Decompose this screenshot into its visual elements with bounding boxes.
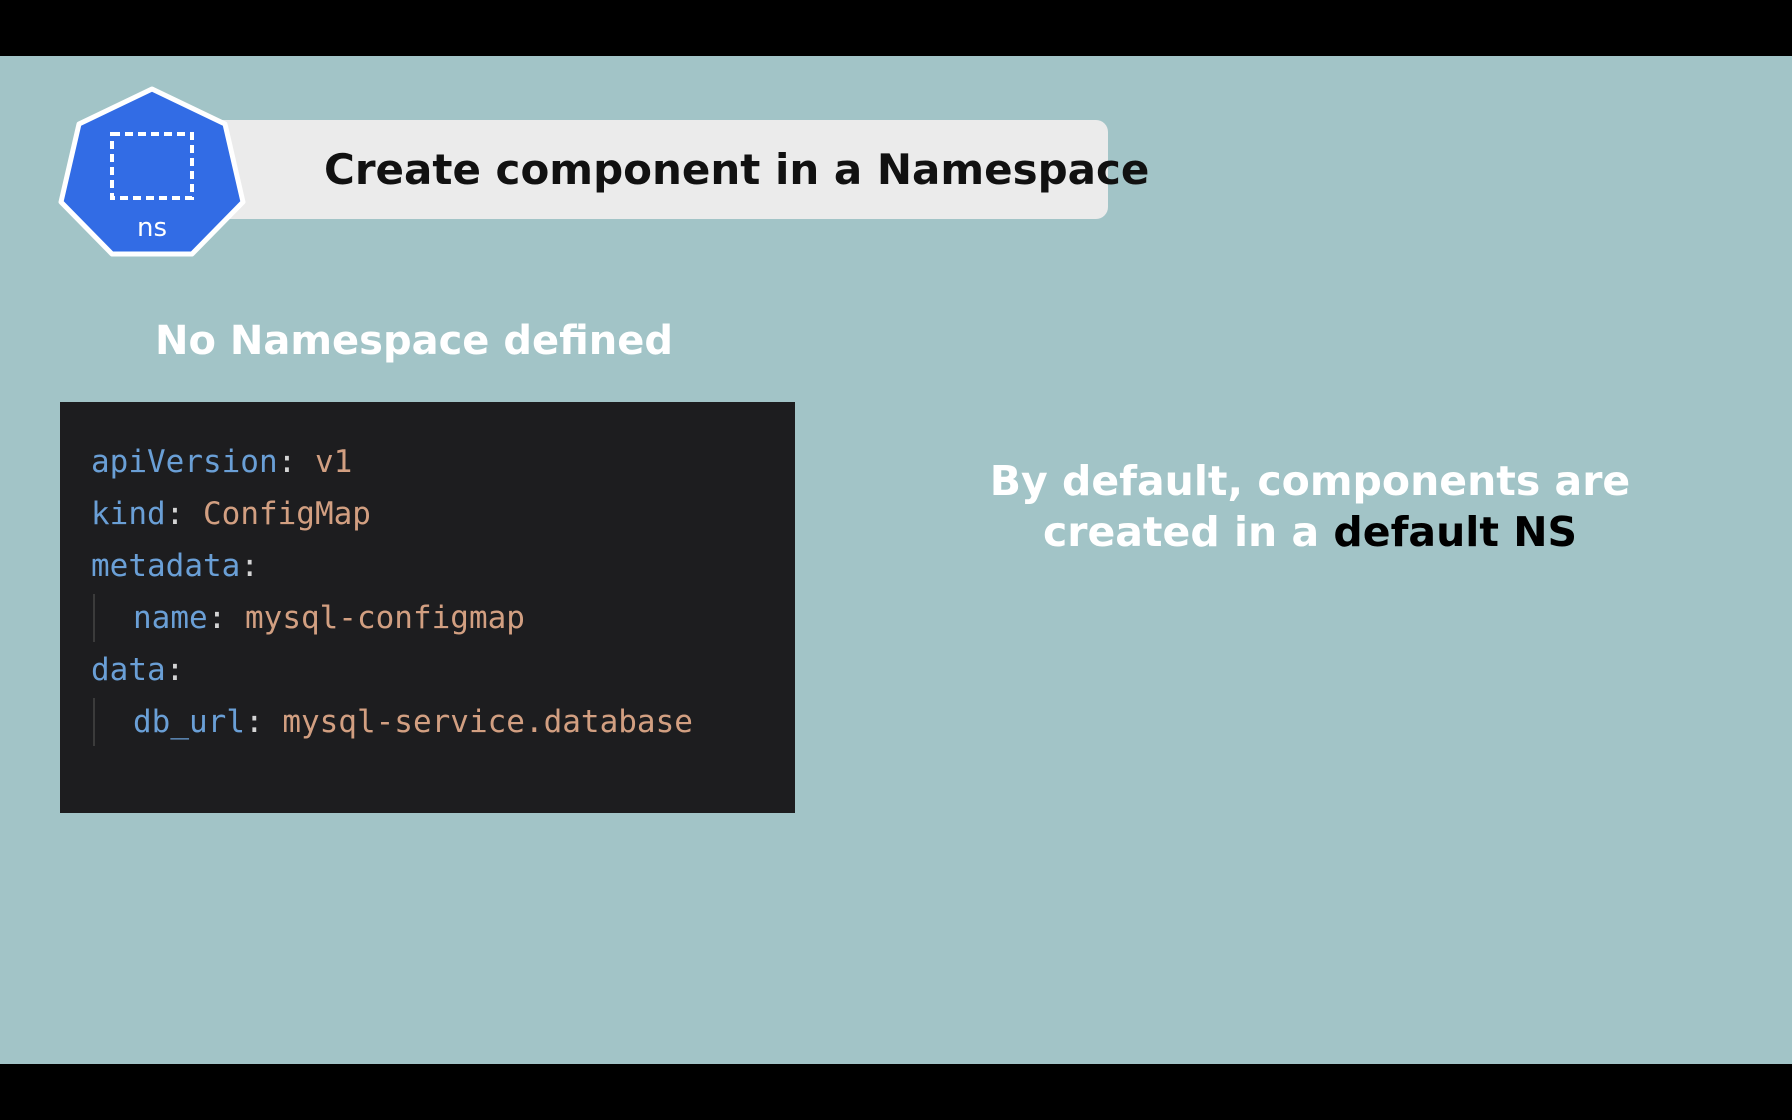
code-key: db_url — [133, 704, 245, 740]
code-line-name: name: mysql-configmap — [91, 592, 693, 644]
code-line-apiversion: apiVersion: v1 — [91, 436, 693, 488]
badge-label: ns — [137, 213, 167, 243]
code-panel: apiVersion: v1 kind: ConfigMap metadata:… — [60, 402, 795, 813]
note-line-2: created in a default NS — [970, 507, 1650, 558]
code-colon: : — [165, 652, 185, 688]
code-key: kind — [91, 496, 166, 532]
letterbox-bottom — [0, 1064, 1792, 1120]
code-line-metadata: metadata: — [91, 540, 693, 592]
code-colon: : — [165, 496, 185, 532]
code-colon: : — [244, 704, 264, 740]
code-colon: : — [207, 600, 227, 636]
code-line-db-url: db_url: mysql-service.database — [91, 696, 693, 748]
code-lines: apiVersion: v1 kind: ConfigMap metadata:… — [91, 436, 693, 748]
subheading: No Namespace defined — [155, 318, 674, 364]
slide: Create component in a Namespace ns No Na… — [0, 56, 1792, 1064]
note-line-1: By default, components are — [989, 457, 1631, 505]
code-value: mysql-service.database — [263, 704, 693, 740]
letterbox-top — [0, 0, 1792, 56]
code-line-kind: kind: ConfigMap — [91, 488, 693, 540]
page-title: Create component in a Namespace — [324, 145, 1150, 194]
default-namespace-note: By default, components are created in a … — [970, 456, 1650, 558]
code-key: data — [91, 652, 166, 688]
code-colon: : — [277, 444, 297, 480]
namespace-icon: ns — [58, 86, 246, 258]
title-bar: Create component in a Namespace — [200, 120, 1149, 219]
note-emphasis: default NS — [1333, 508, 1578, 556]
code-value: v1 — [296, 444, 353, 480]
code-line-data: data: — [91, 644, 693, 696]
code-value: mysql-configmap — [226, 600, 525, 636]
code-key: metadata — [91, 548, 241, 584]
code-key: apiVersion — [91, 444, 278, 480]
code-value: ConfigMap — [184, 496, 371, 532]
note-line-2-prefix: created in a — [1042, 508, 1334, 556]
code-key: name — [133, 600, 208, 636]
code-colon: : — [240, 548, 259, 584]
